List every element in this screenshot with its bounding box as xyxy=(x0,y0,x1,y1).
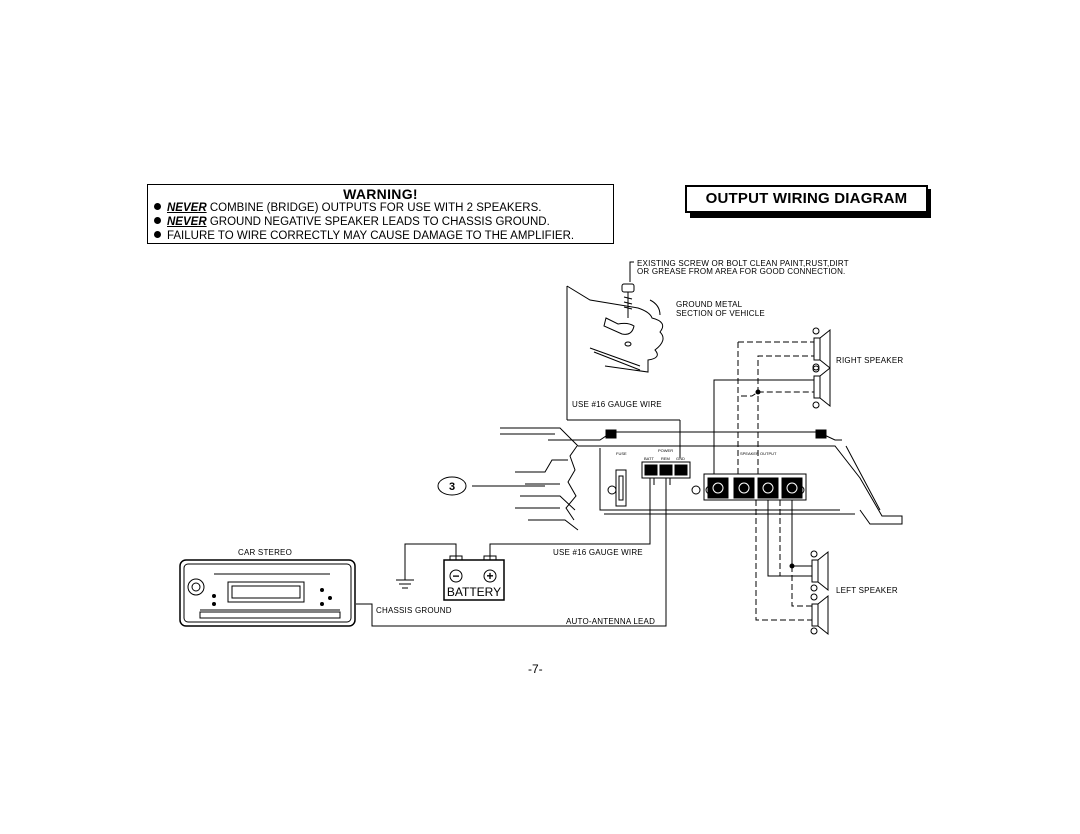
warning-text: FAILURE TO WIRE CORRECTLY MAY CAUSE DAMA… xyxy=(167,230,575,242)
warning-text: GROUND NEGATIVE SPEAKER LEADS TO CHASSIS… xyxy=(206,216,550,228)
battery-icon xyxy=(443,555,505,601)
bullet-icon xyxy=(154,203,161,210)
batt-label: BATT xyxy=(644,456,654,461)
ground-label-line1: GROUND METAL xyxy=(676,300,743,309)
speaker-output-block xyxy=(703,473,807,501)
screw-label-line1: EXISTING SCREW OR BOLT CLEAN PAINT,RUST,… xyxy=(637,259,849,268)
diagram-title: OUTPUT WIRING DIAGRAM xyxy=(685,185,928,213)
gnd-label: GND xyxy=(676,456,685,461)
screw-label-line2: OR GREASE FROM AREA FOR GOOD CONNECTION. xyxy=(637,267,846,276)
car-stereo-icon xyxy=(179,559,356,627)
warning-line-3: FAILURE TO WIRE CORRECTLY MAY CAUSE DAMA… xyxy=(154,229,607,243)
ground-plate xyxy=(566,285,664,373)
right-speaker-top-icon xyxy=(812,327,831,371)
right-speaker-label: RIGHT SPEAKER xyxy=(836,356,904,365)
fuse-icon xyxy=(615,469,627,507)
ground-symbol-icon xyxy=(396,579,414,589)
gauge-wire-top-label: USE #16 GAUGE WIRE xyxy=(572,400,662,409)
gauge-wire-bottom-label: USE #16 GAUGE WIRE xyxy=(553,548,643,557)
auto-antenna-label: AUTO-ANTENNA LEAD xyxy=(566,617,656,626)
amplifier xyxy=(500,427,903,531)
bullet-icon xyxy=(154,217,161,224)
callout-number: 3 xyxy=(449,481,455,493)
battery-plus: + xyxy=(486,569,493,583)
warning-box: WARNING! NEVER COMBINE (BRIDGE) OUTPUTS … xyxy=(147,184,614,244)
callout-oval xyxy=(437,476,467,496)
left-speaker-bottom-icon xyxy=(810,593,829,636)
warning-emphasis: NEVER xyxy=(167,216,207,228)
fuse-label: FUSE xyxy=(616,451,627,456)
battery-label: BATTERY xyxy=(447,585,501,599)
rem-label: REM xyxy=(661,456,670,461)
ground-label-line2: SECTION OF VEHICLE xyxy=(676,309,765,318)
chassis-ground-label: CHASSIS GROUND xyxy=(376,606,452,615)
warning-line-1: NEVER COMBINE (BRIDGE) OUTPUTS FOR USE W… xyxy=(154,201,607,215)
bullet-icon xyxy=(154,231,161,238)
screw-callout-line xyxy=(629,261,634,282)
left-speaker-label: LEFT SPEAKER xyxy=(836,586,898,595)
warning-line-2: NEVER GROUND NEGATIVE SPEAKER LEADS TO C… xyxy=(154,215,607,229)
screw-icon xyxy=(603,283,635,347)
power-label: POWER xyxy=(658,448,673,453)
car-stereo-label: CAR STEREO xyxy=(238,548,293,557)
left-speaker-top-icon xyxy=(810,550,829,592)
warning-text: COMBINE (BRIDGE) OUTPUTS FOR USE WITH 2 … xyxy=(206,202,542,214)
battery-minus: − xyxy=(452,569,459,583)
warning-emphasis: NEVER xyxy=(167,202,207,214)
speaker-output-label: SPEAKER OUTPUT xyxy=(740,451,777,456)
right-speaker-bottom-icon xyxy=(812,365,831,409)
page-number: -7- xyxy=(528,662,543,676)
warning-title: WARNING! xyxy=(343,186,418,202)
